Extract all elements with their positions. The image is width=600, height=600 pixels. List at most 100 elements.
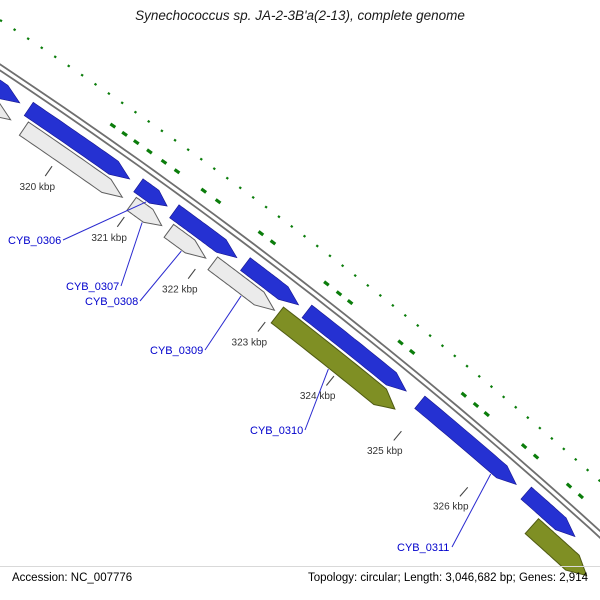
genome-position-dot bbox=[133, 110, 138, 114]
backbone-inner-line bbox=[0, 69, 600, 539]
gene-arrow-CYB_0306[interactable] bbox=[133, 178, 168, 207]
genome-position-dot bbox=[251, 195, 255, 199]
genome-position-dot bbox=[120, 101, 124, 105]
small-feature-dash bbox=[109, 122, 117, 129]
genome-position-dot bbox=[562, 447, 566, 451]
genome-position-dot bbox=[574, 457, 578, 462]
gene-label-CYB_0307[interactable]: CYB_0307 bbox=[66, 281, 119, 293]
genome-position-dot bbox=[315, 244, 319, 248]
genome-position-dot bbox=[147, 119, 151, 124]
gene-arrow-CYB_0311[interactable] bbox=[414, 395, 517, 486]
gene-label-CYB_0309[interactable]: CYB_0309 bbox=[150, 345, 203, 357]
scale-tick-mark bbox=[187, 268, 196, 279]
gene-arrow-gene[interactable] bbox=[524, 517, 588, 577]
scale-tick-mark bbox=[44, 165, 53, 177]
gene-label-leader bbox=[451, 473, 492, 548]
genome-position-dot bbox=[12, 28, 17, 32]
genome-position-dot bbox=[416, 323, 420, 328]
genome-position-dot bbox=[366, 283, 370, 288]
scale-tick-label: 326 kbp bbox=[433, 502, 469, 513]
footer-divider bbox=[0, 566, 600, 567]
gene-arrow-gene[interactable] bbox=[0, 59, 21, 104]
small-feature-dash bbox=[160, 158, 168, 165]
genome-position-dot bbox=[502, 395, 506, 399]
genome-position-dot bbox=[80, 73, 84, 77]
gene-arrow-gene[interactable] bbox=[0, 72, 12, 121]
backbone-outer-line bbox=[0, 63, 600, 533]
footer-stats: Topology: circular; Length: 3,046,682 bp… bbox=[307, 572, 588, 584]
gene-arrow-gene[interactable] bbox=[23, 101, 131, 180]
gene-arrow-gene[interactable] bbox=[18, 121, 124, 198]
genome-position-dot bbox=[264, 205, 268, 209]
scale-tick-label: 320 kbp bbox=[19, 182, 55, 193]
gene-label-CYB_0310[interactable]: CYB_0310 bbox=[250, 425, 303, 437]
genome-position-dot bbox=[453, 354, 457, 358]
genome-position-dot bbox=[160, 129, 164, 133]
genome-position-dot bbox=[173, 138, 177, 142]
genome-position-dot bbox=[597, 479, 600, 483]
scale-tick-label: 321 kbp bbox=[91, 233, 127, 244]
gene-feature-ring bbox=[0, 59, 588, 577]
outer-feature-dashes bbox=[109, 122, 585, 500]
gene-label-CYB_0311[interactable]: CYB_0311 bbox=[397, 542, 449, 554]
genome-position-dot bbox=[514, 405, 518, 409]
small-feature-dash bbox=[532, 453, 540, 460]
small-feature-dash bbox=[472, 401, 480, 409]
genome-position-dot bbox=[277, 215, 281, 219]
genome-position-dot bbox=[353, 273, 357, 278]
genome-title: Synechococcus sp. JA-2-3B'a(2-13), compl… bbox=[135, 8, 465, 23]
scale-tick-label: 323 kbp bbox=[232, 337, 268, 348]
genome-position-dot bbox=[428, 334, 432, 338]
gene-arrow-gene[interactable] bbox=[169, 204, 238, 259]
outer-dot-ring bbox=[0, 19, 600, 483]
gene-arrow-CYB_0309[interactable] bbox=[207, 256, 276, 311]
genome-position-dot bbox=[107, 92, 111, 96]
gene-labels: CYB_0306CYB_0307CYB_0308CYB_0309CYB_0310… bbox=[8, 201, 492, 554]
genome-position-dot bbox=[440, 344, 445, 348]
genome-position-dot bbox=[199, 157, 203, 161]
small-feature-dash bbox=[257, 230, 265, 237]
gene-arrow-gene[interactable] bbox=[240, 257, 300, 306]
genome-position-dot bbox=[26, 37, 30, 41]
genome-position-dot bbox=[489, 385, 494, 389]
genome-position-dot bbox=[302, 234, 307, 238]
small-feature-dash bbox=[460, 391, 468, 398]
genome-position-dot bbox=[403, 313, 407, 318]
scale-tick-mark bbox=[116, 216, 125, 228]
genome-position-dot bbox=[186, 148, 190, 152]
genome-position-dot bbox=[53, 55, 57, 59]
genome-position-dot bbox=[538, 426, 542, 430]
small-feature-dash bbox=[146, 148, 153, 155]
small-feature-dash bbox=[408, 348, 416, 356]
gene-arrow-CYB_0308[interactable] bbox=[163, 223, 207, 259]
genome-position-dot bbox=[586, 468, 590, 472]
genome-position-dot bbox=[477, 374, 481, 378]
scale-tick-label: 322 kbp bbox=[162, 285, 198, 296]
small-feature-dash bbox=[200, 187, 208, 194]
genome-position-dot bbox=[526, 416, 530, 420]
gene-arrow-gene[interactable] bbox=[520, 486, 576, 538]
genome-position-dot bbox=[212, 167, 216, 171]
scale-tick-label: 325 kbp bbox=[367, 446, 403, 457]
gene-arrow-gene[interactable] bbox=[301, 304, 407, 392]
genome-position-dot bbox=[238, 186, 242, 190]
scale-tick-mark bbox=[257, 321, 266, 332]
small-feature-dash bbox=[173, 168, 181, 175]
gene-label-leader bbox=[62, 201, 147, 241]
small-feature-dash bbox=[323, 280, 330, 287]
small-feature-dash bbox=[397, 339, 404, 346]
genome-position-dot bbox=[550, 436, 554, 441]
gene-arrow-CYB_0307[interactable] bbox=[126, 196, 163, 227]
gene-label-CYB_0308[interactable]: CYB_0308 bbox=[85, 296, 138, 308]
genome-position-dot bbox=[290, 224, 294, 229]
small-feature-dash bbox=[132, 139, 140, 146]
scale-tick-mark bbox=[459, 486, 469, 497]
genome-position-dot bbox=[0, 19, 3, 23]
genome-position-dot bbox=[391, 303, 395, 308]
gene-label-CYB_0306[interactable]: CYB_0306 bbox=[8, 235, 61, 247]
genome-position-dot bbox=[40, 46, 44, 50]
gene-label-leader bbox=[204, 295, 242, 351]
gene-arrow-CYB_0310[interactable] bbox=[270, 306, 396, 410]
small-feature-dash bbox=[346, 299, 354, 306]
